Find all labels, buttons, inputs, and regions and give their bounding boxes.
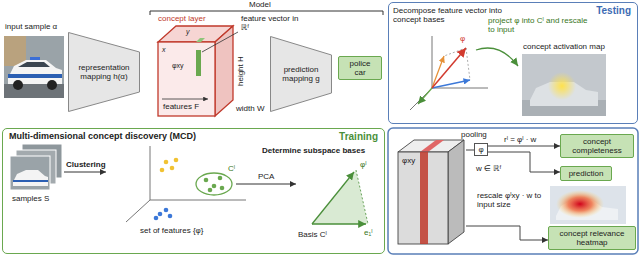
- connector-line: [488, 146, 560, 147]
- annotation-label: PCA: [258, 172, 274, 181]
- node-text: prediction: [565, 169, 607, 178]
- node-text: prediction mapping g: [276, 65, 326, 83]
- annotation-label: φ: [460, 34, 465, 43]
- annotation-label: feature vector in ℝᶠ: [241, 14, 299, 32]
- output-box: concept relevance heatmap: [548, 226, 636, 250]
- annotation-label: Basis Cˡ: [298, 230, 327, 239]
- annotation-label: Determine subspace bases: [262, 146, 365, 155]
- output-box: police car: [338, 56, 382, 80]
- connector-label: rescale φˡxy · w to input size: [476, 191, 550, 209]
- node-text: φxy: [402, 156, 415, 165]
- trapezoid-text-area: prediction mapping g: [270, 36, 332, 112]
- output-box: concept completeness: [560, 134, 634, 158]
- trapezoid-shape: [271, 37, 332, 112]
- annotation-label: φxy: [172, 62, 184, 70]
- annotation-label: y: [186, 28, 190, 36]
- annotation-label: features F: [163, 102, 199, 111]
- annotation-label: Clustering: [66, 160, 106, 169]
- annotation-label: width W: [236, 104, 264, 113]
- connector-line: [466, 226, 548, 240]
- node-text: concept relevance heatmap: [553, 229, 631, 247]
- node-text: Training: [339, 131, 378, 143]
- annotation-label: Cˡ: [228, 164, 235, 173]
- node-text: concept completeness: [565, 137, 629, 155]
- feature-cube: φxy: [396, 138, 466, 246]
- node-text: police car: [343, 59, 377, 77]
- annotation-label: samples S: [12, 194, 49, 203]
- connector-line: [466, 150, 474, 151]
- annotation-label: x: [162, 46, 166, 54]
- mapping-trapezoid: prediction mapping g: [270, 36, 332, 112]
- annotation-label: φˡ: [360, 160, 366, 169]
- node-text: representation mapping h(α): [74, 63, 134, 81]
- node-text: φ: [478, 145, 484, 154]
- trapezoid-shape: [69, 33, 140, 112]
- annotation-label: set of features {φ}: [140, 226, 203, 235]
- connector-label: pooling: [460, 130, 488, 139]
- trapezoid-text-area: representation mapping h(α): [68, 32, 140, 112]
- mapping-trapezoid: representation mapping h(α): [68, 32, 140, 112]
- annotation-label: e₁ˡ: [364, 228, 372, 237]
- annotation-label: Model: [247, 0, 273, 9]
- annotation-label: input sample α: [5, 22, 57, 31]
- node-text: concept layer: [158, 14, 206, 23]
- output-box: prediction: [560, 166, 612, 181]
- annotation-label: w ∈ ℝᶠ: [476, 164, 501, 173]
- annotation-label: project φ into Cˡ and rescale to input: [488, 16, 588, 34]
- pooled-vector: φ: [474, 143, 488, 156]
- annotation-label: height H: [236, 56, 245, 86]
- connector-label: rˡ = φˡ · w: [503, 135, 537, 144]
- node-text: Multi-dimensional concept discovery (MCD…: [9, 131, 196, 141]
- annotation-label: concept activation map: [523, 42, 605, 51]
- node-text: Testing: [596, 5, 631, 17]
